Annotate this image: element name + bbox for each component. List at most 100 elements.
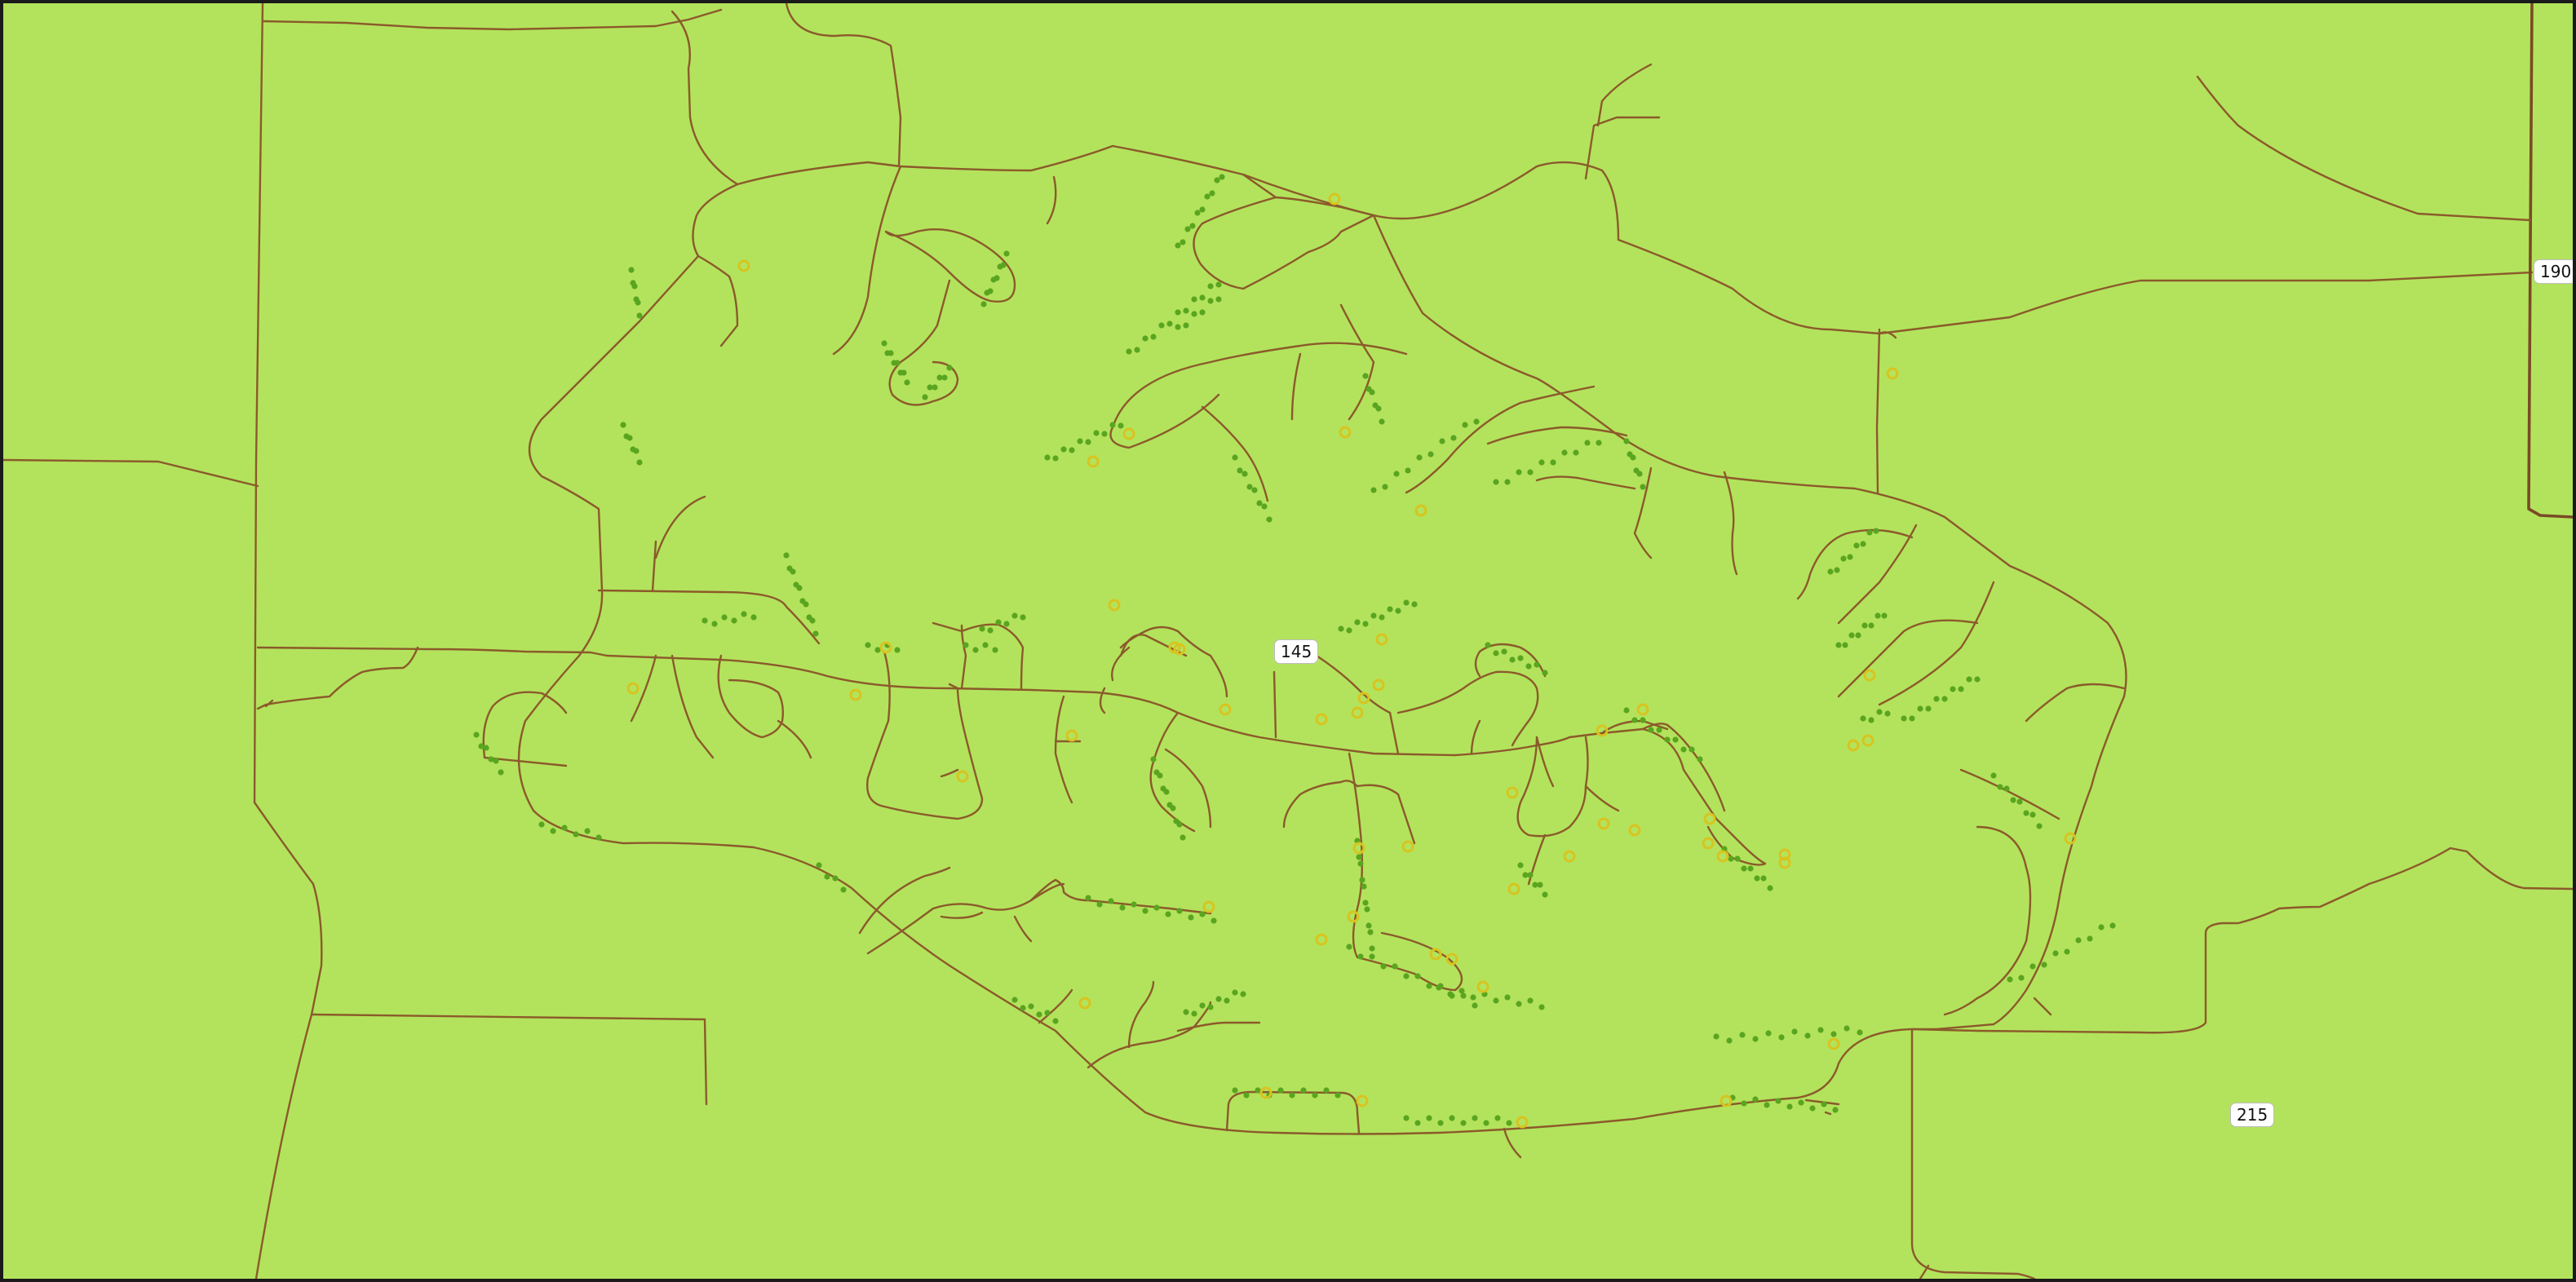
map-marker[interactable] (1507, 882, 1520, 895)
road-segment (888, 279, 959, 406)
map-point (1150, 756, 1157, 763)
map-marker[interactable] (1357, 692, 1370, 705)
map-point (731, 617, 737, 624)
road-segment (940, 768, 959, 778)
map-marker[interactable] (1703, 812, 1716, 825)
map-marker[interactable] (1778, 856, 1791, 869)
map-marker[interactable] (1087, 455, 1100, 468)
map-marker[interactable] (1202, 900, 1215, 913)
map-marker[interactable] (1506, 786, 1519, 799)
map-marker[interactable] (1720, 1094, 1733, 1107)
map-point (1493, 650, 1499, 656)
map-marker[interactable] (1628, 824, 1641, 837)
map-marker[interactable] (1596, 724, 1609, 737)
map-point (1855, 632, 1861, 639)
map-marker[interactable] (1351, 706, 1364, 719)
map-marker[interactable] (1827, 1037, 1840, 1050)
route-shield-145[interactable]: 145 (1274, 639, 1319, 664)
map-point (636, 312, 643, 319)
map-marker[interactable] (1702, 837, 1715, 850)
map-point (1188, 914, 1194, 921)
map-point (1369, 953, 1375, 960)
route-shield-215[interactable]: 215 (2230, 1103, 2275, 1127)
map-point (1778, 1034, 1785, 1041)
map-marker[interactable] (1259, 1086, 1273, 1099)
map-marker[interactable] (1328, 192, 1341, 206)
map-marker[interactable] (1315, 933, 1328, 946)
map-marker[interactable] (1636, 703, 1649, 716)
road-segment (1099, 687, 1106, 714)
road-segment (1315, 654, 1392, 714)
map-point (1170, 805, 1176, 811)
map-point (2003, 785, 2010, 792)
map-marker[interactable] (1716, 850, 1729, 863)
road-segment (692, 183, 739, 258)
road-segment (1164, 748, 1212, 829)
map-point (1215, 281, 1222, 288)
map-marker[interactable] (1861, 734, 1874, 747)
map-point (963, 642, 969, 648)
map-point (1393, 471, 1400, 477)
map-point (1191, 311, 1197, 317)
map-marker[interactable] (1347, 910, 1360, 923)
road-segment (1273, 670, 1277, 739)
map-point (1338, 626, 1344, 632)
map-marker[interactable] (1315, 713, 1328, 726)
map-marker[interactable] (956, 770, 969, 783)
map-marker[interactable] (626, 682, 640, 695)
road-segment (1723, 471, 1738, 576)
map-point (995, 619, 1002, 626)
map-point (1052, 1018, 1059, 1024)
road-segment (1388, 711, 1400, 755)
map-marker[interactable] (737, 259, 750, 272)
map-marker[interactable] (849, 688, 862, 701)
map-marker[interactable] (1414, 504, 1427, 517)
map-marker[interactable] (1863, 669, 1876, 682)
map-canvas[interactable] (3, 3, 2573, 1279)
map-point (711, 621, 718, 627)
map-marker[interactable] (1078, 997, 1091, 1010)
map-marker[interactable] (1429, 948, 1442, 961)
map-marker[interactable] (1597, 817, 1610, 830)
map-point (1199, 1002, 1206, 1009)
map-point (990, 276, 997, 283)
map-marker[interactable] (1356, 1094, 1369, 1107)
map-marker[interactable] (1168, 641, 1181, 654)
map-marker[interactable] (1108, 599, 1121, 612)
map-marker[interactable] (1372, 679, 1385, 692)
map-point (1561, 449, 1568, 456)
map-point (1175, 309, 1181, 316)
map-marker[interactable] (1516, 1116, 1529, 1129)
map-point (1191, 296, 1197, 303)
map-marker[interactable] (1847, 739, 1860, 752)
route-shield-190[interactable]: 190 (2534, 259, 2573, 284)
map-marker[interactable] (1401, 840, 1414, 853)
map-marker[interactable] (1476, 980, 1489, 993)
map-marker[interactable] (1563, 850, 1576, 863)
map-point (473, 732, 480, 738)
map-marker[interactable] (1339, 426, 1352, 439)
map-point (1941, 696, 1948, 702)
map-point (1538, 1004, 1545, 1010)
road-segment (777, 719, 812, 759)
road-segment (1910, 1028, 2036, 1279)
map-point (1509, 656, 1516, 663)
map-marker[interactable] (1375, 633, 1388, 646)
map-point (1868, 622, 1874, 629)
map-marker[interactable] (1886, 367, 1899, 380)
map-point (1868, 717, 1874, 723)
map-marker[interactable] (1352, 842, 1365, 855)
road-segment (256, 646, 1767, 866)
map-point (2109, 922, 2116, 929)
map-marker[interactable] (1122, 427, 1135, 440)
map-marker[interactable] (879, 641, 892, 654)
map-marker[interactable] (1219, 703, 1232, 716)
map-marker[interactable] (1445, 953, 1458, 966)
map-point (1085, 439, 1091, 445)
map-marker[interactable] (1778, 848, 1791, 861)
map-point (1827, 568, 1834, 575)
map-marker[interactable] (2064, 832, 2077, 845)
map-marker[interactable] (1065, 729, 1078, 742)
map-point (1760, 875, 1767, 882)
